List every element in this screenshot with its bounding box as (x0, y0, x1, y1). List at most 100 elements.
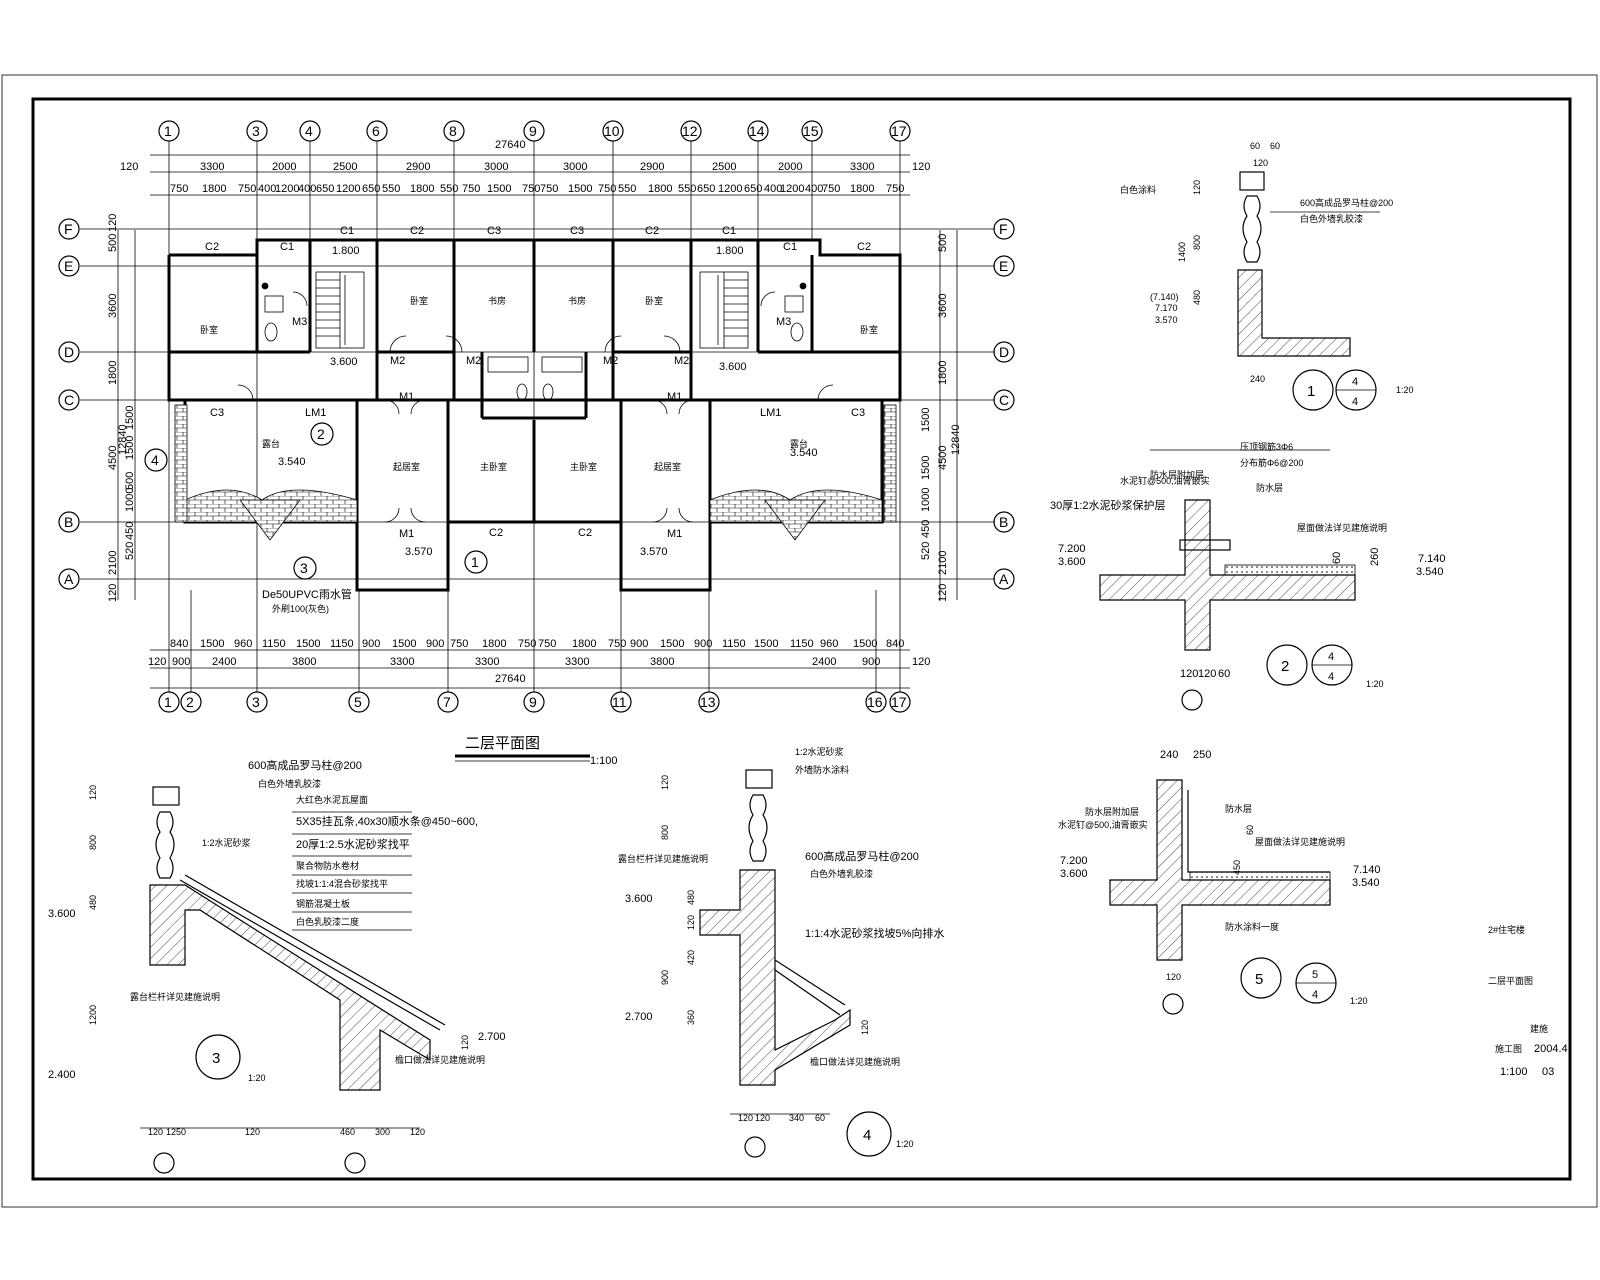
svg-text:2500: 2500 (712, 161, 736, 173)
svg-text:520: 520 (920, 542, 932, 560)
svg-text:A: A (64, 571, 74, 587)
svg-text:D: D (64, 344, 74, 360)
svg-text:3.600: 3.600 (48, 908, 76, 920)
svg-text:650: 650 (697, 183, 715, 195)
svg-text:500: 500 (124, 472, 136, 490)
svg-text:750: 750 (238, 183, 256, 195)
svg-text:550: 550 (618, 183, 636, 195)
svg-text:120: 120 (107, 214, 119, 232)
svg-text:2: 2 (1281, 658, 1289, 675)
svg-text:找坡1:1:4混合砂浆找平: 找坡1:1:4混合砂浆找平 (296, 878, 388, 889)
detail-2: 防水层附加层 压顶钢筋3Φ6 水泥钉@500,油膏嵌实 分布筋Φ6@200 30… (1050, 441, 1446, 711)
svg-text:520: 520 (124, 542, 136, 560)
svg-text:120: 120 (107, 584, 119, 602)
svg-text:3000: 3000 (563, 161, 587, 173)
svg-text:1800: 1800 (202, 183, 226, 195)
svg-text:1:20: 1:20 (1366, 679, 1384, 689)
svg-text:4: 4 (1352, 396, 1358, 408)
svg-text:120: 120 (660, 775, 670, 790)
svg-text:卧室: 卧室 (410, 295, 428, 306)
svg-text:60: 60 (815, 1113, 825, 1123)
svg-text:120: 120 (1198, 668, 1216, 680)
svg-text:C: C (999, 392, 1009, 408)
svg-text:3000: 3000 (484, 161, 508, 173)
svg-text:书房: 书房 (488, 295, 506, 306)
svg-text:C1: C1 (340, 225, 354, 237)
svg-text:3.600: 3.600 (1058, 556, 1086, 568)
svg-text:120: 120 (120, 161, 138, 173)
svg-text:1: 1 (164, 123, 172, 139)
svg-text:960: 960 (820, 638, 838, 650)
svg-text:750: 750 (518, 638, 536, 650)
svg-text:大红色水泥瓦屋面: 大红色水泥瓦屋面 (296, 794, 368, 805)
svg-text:3.570: 3.570 (640, 546, 668, 558)
svg-text:1500: 1500 (124, 406, 136, 430)
svg-text:120: 120 (460, 1035, 470, 1050)
svg-text:露台栏杆详见建施说明: 露台栏杆详见建施说明 (130, 991, 220, 1002)
svg-text:900: 900 (362, 638, 380, 650)
svg-text:1200: 1200 (275, 183, 299, 195)
svg-text:白色外墙乳胶漆: 白色外墙乳胶漆 (810, 868, 873, 879)
bath-fixtures (261, 282, 807, 401)
svg-text:60: 60 (1270, 141, 1280, 151)
svg-text:1:2水泥砂浆: 1:2水泥砂浆 (795, 746, 844, 757)
svg-text:(7.140): (7.140) (1150, 292, 1179, 302)
svg-text:5X35挂瓦条,40x30顺水条@450~600,: 5X35挂瓦条,40x30顺水条@450~600, (296, 814, 478, 828)
svg-text:1800: 1800 (410, 183, 434, 195)
svg-text:防水层附加层: 防水层附加层 (1085, 806, 1139, 817)
svg-text:900: 900 (426, 638, 444, 650)
svg-text:水泥钉@500,油膏嵌实: 水泥钉@500,油膏嵌实 (1120, 475, 1210, 486)
svg-text:LM1: LM1 (760, 407, 781, 419)
svg-text:240: 240 (1160, 749, 1178, 761)
svg-text:3300: 3300 (565, 656, 589, 668)
svg-text:露台栏杆详见建施说明: 露台栏杆详见建施说明 (618, 853, 708, 864)
svg-text:120: 120 (410, 1127, 425, 1137)
stair-right (699, 271, 749, 349)
svg-text:7.170: 7.170 (1155, 303, 1178, 313)
svg-text:C2: C2 (410, 225, 424, 237)
svg-text:1800: 1800 (482, 638, 506, 650)
svg-text:900: 900 (660, 970, 670, 985)
svg-text:420: 420 (686, 950, 696, 965)
svg-text:5: 5 (1255, 971, 1263, 988)
svg-text:水泥钉@500,油膏嵌实: 水泥钉@500,油膏嵌实 (1058, 819, 1148, 830)
detail-1: 60 60 120 120 800 1400 480 240 (7.140) 7… (1120, 141, 1414, 411)
svg-text:3: 3 (300, 560, 308, 576)
svg-text:120: 120 (860, 1020, 870, 1035)
tb-date: 2004.4 (1534, 1043, 1568, 1055)
svg-text:4: 4 (863, 1127, 871, 1144)
svg-text:450: 450 (124, 522, 136, 540)
svg-text:450: 450 (1232, 860, 1242, 875)
svg-text:C1: C1 (783, 241, 797, 253)
svg-text:650: 650 (362, 183, 380, 195)
svg-text:480: 480 (88, 895, 98, 910)
detail-3: 600高成品罗马柱@200 白色外墙乳胶漆 1:2水泥砂浆 大红色水泥瓦屋面 5… (48, 758, 506, 1174)
bottom-axis-bubbles: 1 2 3 5 7 9 11 13 16 17 (158, 691, 911, 713)
svg-text:M2: M2 (390, 355, 405, 367)
svg-text:卧室: 卧室 (200, 324, 218, 335)
svg-text:120: 120 (1166, 972, 1181, 982)
svg-text:白色外墙乳胶漆: 白色外墙乳胶漆 (258, 778, 321, 789)
svg-text:11: 11 (612, 694, 627, 710)
svg-text:1.800: 1.800 (332, 245, 360, 257)
svg-text:3300: 3300 (200, 161, 224, 173)
svg-text:400: 400 (764, 183, 782, 195)
svg-text:500: 500 (937, 234, 949, 252)
svg-text:550: 550 (382, 183, 400, 195)
svg-text:1:2水泥砂浆: 1:2水泥砂浆 (202, 837, 251, 848)
svg-text:800: 800 (660, 825, 670, 840)
svg-text:650: 650 (744, 183, 762, 195)
svg-text:C2: C2 (205, 241, 219, 253)
svg-text:9: 9 (529, 123, 537, 139)
window-labels: C2 C1 C1 C2 C3 C3 C2 C1 C1 C2 C3 LM1 LM1… (205, 225, 871, 540)
svg-text:3600: 3600 (107, 294, 119, 318)
svg-text:120: 120 (148, 656, 166, 668)
svg-text:1500: 1500 (296, 638, 320, 650)
svg-text:卧室: 卧室 (860, 324, 878, 335)
svg-text:120: 120 (1253, 158, 1268, 168)
svg-text:3.600: 3.600 (330, 356, 358, 368)
svg-text:9: 9 (529, 694, 537, 710)
svg-text:4: 4 (305, 123, 313, 139)
svg-text:800: 800 (1192, 235, 1202, 250)
svg-text:外墙防水涂料: 外墙防水涂料 (795, 764, 849, 775)
